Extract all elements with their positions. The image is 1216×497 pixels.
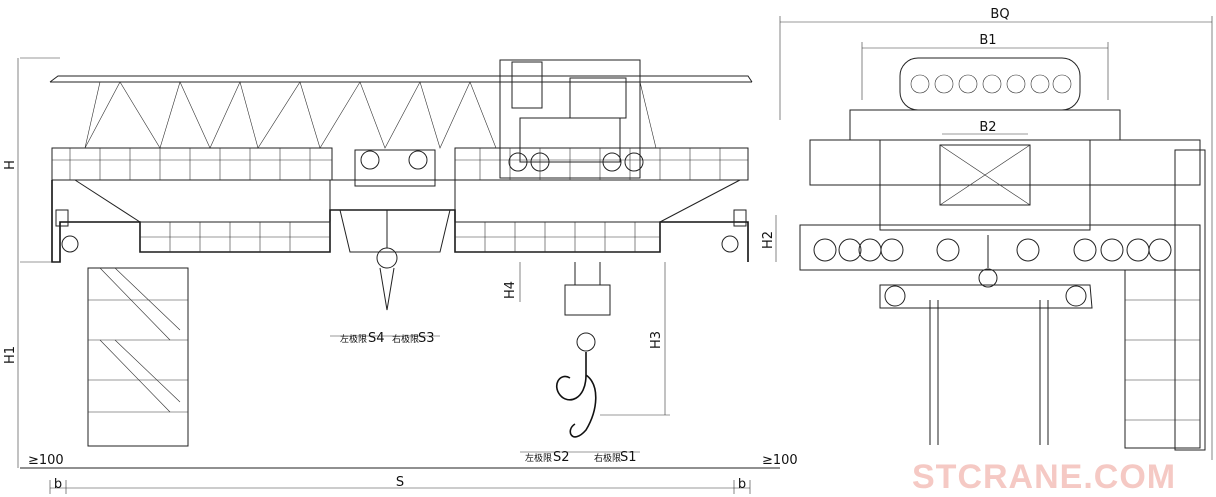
dim-B1: B1 [979,33,996,48]
dim-H4: H4 [503,281,518,299]
limit-s4: S4 [368,331,385,346]
dim-H: H [3,160,18,170]
limit-s1-prefix: 右极限 [594,452,621,464]
truss-web [84,81,657,149]
dim-H2: H2 [761,231,776,249]
front-elevation [17,57,780,494]
limit-s2-prefix: 左极限 [525,452,552,464]
limit-s3: S3 [418,331,435,346]
dim-H1: H1 [3,346,18,364]
dim-b-right: b [738,477,746,492]
dim-B2: B2 [979,120,996,135]
limit-s4-prefix: 左极限 [340,333,367,345]
side-elevation [775,16,1213,460]
dim-gt100-right: ≥100 [762,453,798,468]
dim-S: S [396,475,404,490]
dim-BQ: BQ [990,7,1009,22]
limit-s2: S2 [553,450,570,465]
dim-b-left: b [54,477,62,492]
dim-gt100-left: ≥100 [28,453,64,468]
watermark-logo: STCRANE.COM [912,458,1176,496]
limit-s3-prefix: 右极限 [392,333,419,345]
limit-s1: S1 [620,450,637,465]
dim-H3: H3 [649,331,664,349]
